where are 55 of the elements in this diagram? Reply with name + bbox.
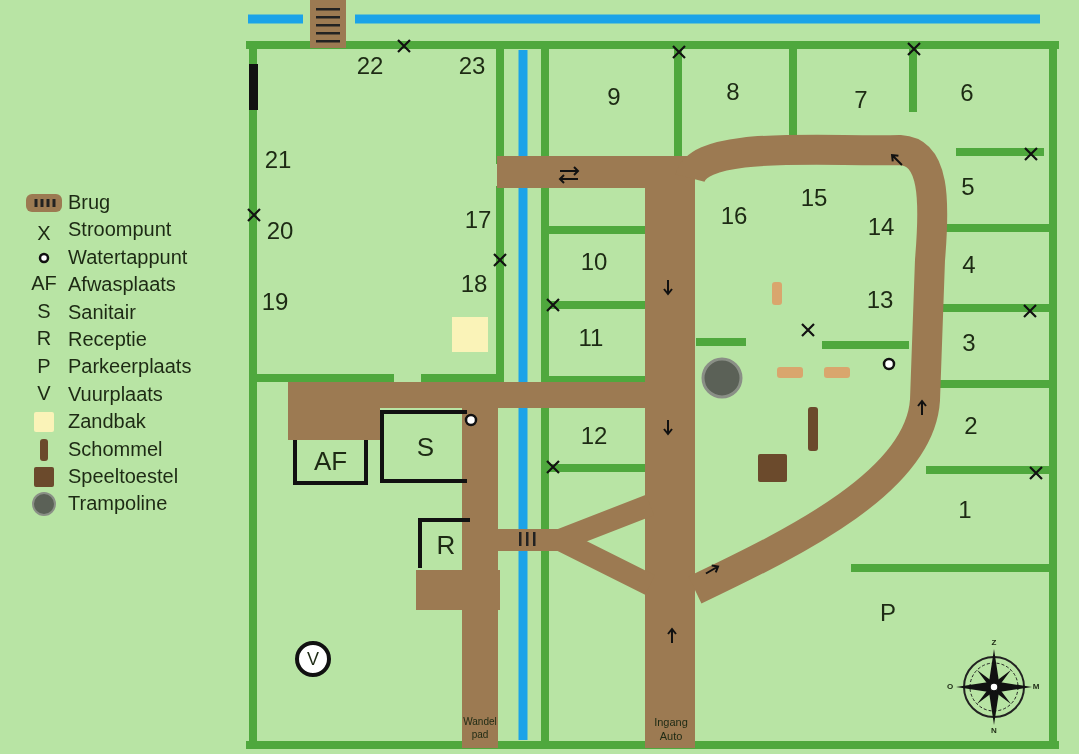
plot-number: 16 — [720, 204, 748, 228]
plot-number: 13 — [866, 288, 894, 312]
plot-number: 21 — [264, 148, 292, 172]
building-letter: S — [416, 433, 435, 460]
compass-letter: M — [1032, 683, 1040, 691]
path-label: Ingang Auto — [653, 716, 689, 744]
legend-symbol: X — [37, 223, 51, 243]
plot-number: P — [880, 601, 896, 625]
legend-text: Speeltoestel — [68, 466, 179, 486]
plot-number: 9 — [607, 85, 621, 109]
plot-number: 7 — [854, 88, 868, 112]
reception-building — [418, 518, 470, 568]
legend-text: Vuurplaats — [68, 383, 163, 404]
path-label: Wandel pad — [462, 715, 498, 741]
legend-text: Stroompunt — [68, 219, 172, 240]
compass-letter: N — [991, 727, 997, 735]
legend-text: Schommel — [68, 438, 163, 459]
legend-text: Brug — [68, 192, 111, 212]
plot-number: 11 — [578, 326, 604, 350]
compass-letter: Z — [991, 639, 997, 647]
sanitary-building — [380, 410, 467, 483]
plot-number: 18 — [460, 272, 488, 296]
plot-number: 20 — [266, 219, 294, 243]
legend-symbol: AF — [31, 273, 57, 293]
plot-number: 19 — [261, 290, 289, 314]
plot-number: 4 — [962, 253, 976, 277]
building-letter: V — [307, 650, 319, 668]
legend-text: Receptie — [68, 329, 147, 349]
legend-text: Zandbak — [68, 411, 146, 432]
plot-number: 15 — [800, 186, 828, 210]
plot-number: 14 — [867, 215, 895, 239]
legend-text: Watertappunt — [68, 246, 188, 267]
legend-text: Parkeerplaats — [68, 356, 192, 377]
plot-number: 10 — [580, 250, 608, 274]
plot-number: 5 — [961, 175, 975, 199]
building-letter: R — [436, 532, 456, 558]
legend-text: Afwasplaats — [68, 274, 176, 295]
dishwashing-area — [293, 440, 368, 485]
legend-symbol: V — [37, 383, 51, 403]
plot-number: 17 — [464, 208, 492, 232]
legend-symbol: R — [36, 328, 52, 348]
plot-number: 3 — [962, 331, 976, 355]
legend-text: Sanitair — [68, 301, 136, 322]
compass-letter: O — [946, 683, 954, 691]
legend-symbol: S — [37, 301, 51, 321]
legend-text: Trampoline — [68, 493, 168, 514]
building-letter: AF — [313, 447, 348, 474]
plot-number: 22 — [356, 54, 384, 78]
plot-number: 1 — [958, 498, 972, 522]
plot-number: 8 — [726, 80, 740, 104]
plot-number: 12 — [580, 424, 608, 448]
plot-number: 6 — [960, 81, 974, 105]
plot-number: 23 — [458, 54, 486, 78]
legend-symbol: P — [37, 356, 51, 376]
plot-number: 2 — [964, 414, 978, 438]
